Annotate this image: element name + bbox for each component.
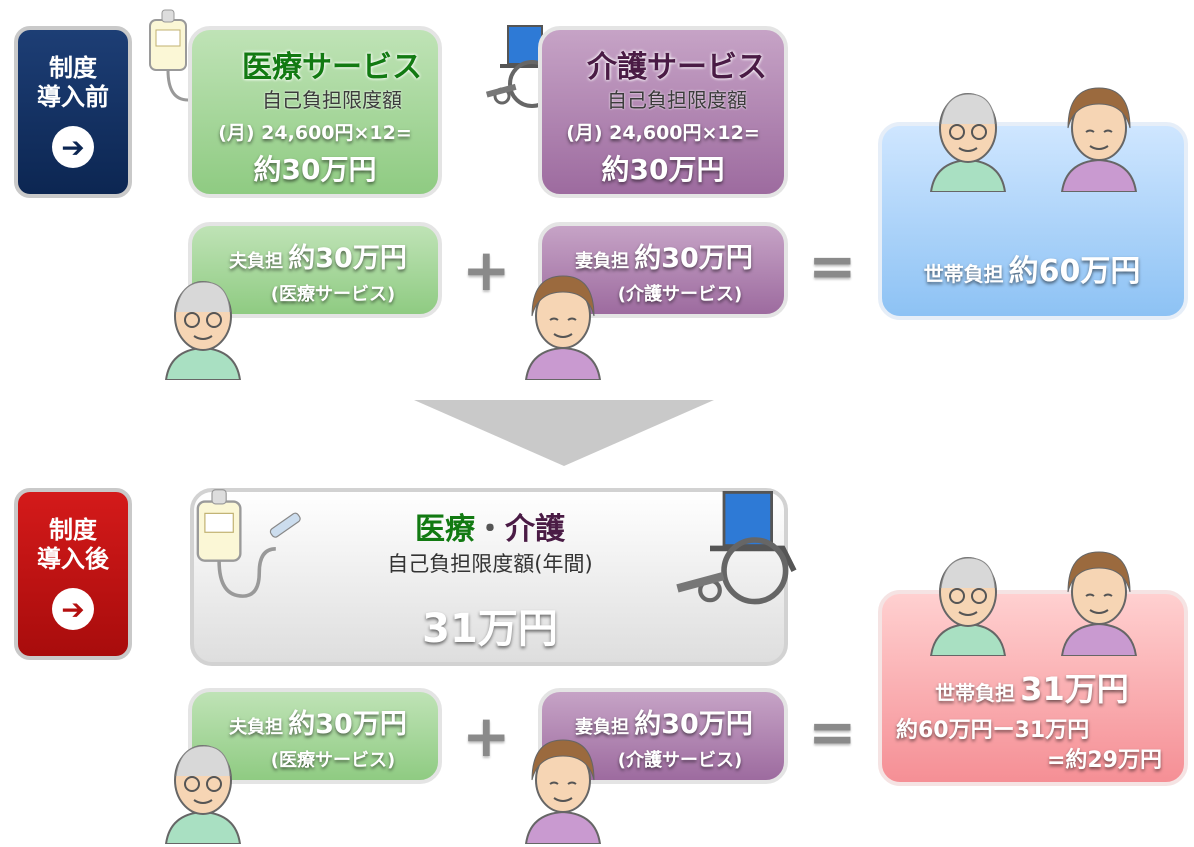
household-savings-calc: 約60万円ー31万円 xyxy=(896,718,1090,743)
wheelchair-icon xyxy=(676,491,797,605)
household-burden-amount: 約60万円 xyxy=(1008,254,1141,289)
plus-sign-before: + xyxy=(462,236,511,304)
combined-title: 医療・介護 xyxy=(340,504,640,548)
combined-title-dot: ・ xyxy=(475,512,505,547)
wife-burden-label: 妻負担 xyxy=(575,717,630,738)
wife-burden-amount: 約30万円 xyxy=(634,243,753,274)
elderly-man-icon xyxy=(929,93,1007,192)
combined-subtitle: 自己負担限度額(年間) xyxy=(387,552,593,576)
wife-burden-before: 妻負担 約30万円 xyxy=(546,236,782,275)
husband-burden-label: 夫負担 xyxy=(229,717,284,738)
iv-drip-icon xyxy=(196,489,301,598)
elderly-man-icon xyxy=(929,557,1007,656)
elderly-woman-icon xyxy=(1060,551,1138,656)
wife-burden-amount: 約30万円 xyxy=(634,709,753,740)
wife-burden-service: (介護サービス) xyxy=(617,284,743,305)
medical-service-subtitle: 自己負担限度額 xyxy=(262,88,402,112)
elderly-woman-icon xyxy=(524,275,602,380)
husband-burden-amount: 約30万円 xyxy=(288,709,407,740)
husband-burden-service: (医療サービス) xyxy=(270,750,396,771)
care-service-calc: (月) 24,600円×12= xyxy=(566,122,760,144)
husband-burden-panel-before xyxy=(188,222,442,318)
household-savings-result: =約29万円 xyxy=(1046,748,1162,773)
combined-title-care: 介護 xyxy=(505,512,565,547)
household-burden-panel-before xyxy=(878,122,1188,320)
care-service-title: 介護サービス xyxy=(587,50,767,85)
combined-total: 31万円 xyxy=(422,606,558,652)
husband-burden-label: 夫負担 xyxy=(229,251,284,272)
care-service-subtitle: 自己負担限度額 xyxy=(607,88,747,112)
elderly-woman-icon xyxy=(524,739,602,844)
medical-service-panel-before xyxy=(188,26,442,198)
household-burden-panel-after xyxy=(878,590,1188,786)
elderly-woman-icon xyxy=(1060,87,1138,192)
badge-after-label: 制度 導入後 xyxy=(37,516,109,573)
equals-sign-after: = xyxy=(808,698,857,766)
household-burden-label: 世帯負担 xyxy=(935,681,1016,705)
husband-burden-amount: 約30万円 xyxy=(288,243,407,274)
plus-sign-after: + xyxy=(462,702,511,770)
down-arrow-icon xyxy=(414,400,714,466)
care-service-panel-before xyxy=(538,26,788,198)
equals-sign-before: = xyxy=(808,232,857,300)
household-burden-before: 世帯負担 約60万円 xyxy=(882,246,1182,290)
badge-before-label: 制度 導入前 xyxy=(37,54,109,111)
medical-service-total: 約30万円 xyxy=(253,153,377,186)
elderly-man-icon xyxy=(164,745,242,844)
medical-service-title: 医療サービス xyxy=(242,50,422,85)
husband-burden-before: 夫負担 約30万円 xyxy=(198,236,438,275)
badge-after-introduction: 制度 導入後 ➔ xyxy=(14,488,132,660)
wife-burden-panel-before xyxy=(538,222,788,318)
wife-burden-label: 妻負担 xyxy=(575,251,630,272)
badge-before-introduction: 制度 導入前 ➔ xyxy=(14,26,132,198)
care-service-total: 約30万円 xyxy=(601,153,725,186)
elderly-man-icon xyxy=(164,281,242,380)
arrow-right-icon: ➔ xyxy=(52,126,94,168)
household-burden-after: 世帯負担 31万円 xyxy=(882,664,1182,710)
wife-burden-after: 妻負担 約30万円 xyxy=(546,702,782,741)
household-burden-amount: 31万円 xyxy=(1020,670,1129,708)
medical-service-calc: (月) 24,600円×12= xyxy=(218,122,412,144)
husband-burden-service: (医療サービス) xyxy=(270,284,396,305)
arrow-right-icon: ➔ xyxy=(52,588,94,630)
husband-burden-after: 夫負担 約30万円 xyxy=(198,702,438,741)
wife-burden-service: (介護サービス) xyxy=(617,750,743,771)
household-burden-label: 世帯負担 xyxy=(923,262,1004,286)
combined-title-medical: 医療 xyxy=(415,512,475,547)
